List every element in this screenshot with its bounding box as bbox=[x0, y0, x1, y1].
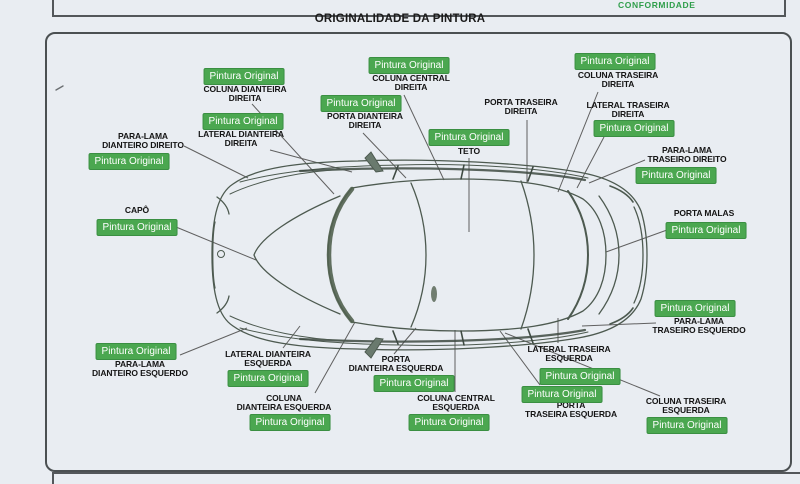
part-name-line: CAPÔ bbox=[124, 205, 150, 215]
pintura-original-badge-porta-malas: Pintura Original bbox=[665, 222, 747, 239]
part-name-line: TRASEIRA ESQUERDA bbox=[525, 409, 617, 419]
pintura-original-badge-lateral-traseira-esquerda: Pintura Original bbox=[539, 368, 621, 385]
part-name-teto: TETO bbox=[458, 147, 480, 156]
part-name-line: PORTA bbox=[381, 354, 411, 364]
pintura-original-badge-lateral-traseira-direita: Pintura Original bbox=[593, 120, 675, 137]
part-name-porta-malas: PORTA MALAS bbox=[674, 209, 734, 218]
pintura-original-badge-para-lama-dianteiro-esquerdo: Pintura Original bbox=[95, 343, 177, 360]
part-name-line: PARA-LAMA bbox=[662, 145, 712, 155]
part-name-line: PARA-LAMA bbox=[118, 131, 168, 141]
part-name-line: DIREITA bbox=[228, 93, 262, 103]
part-name-line: ESQUERDA bbox=[432, 402, 480, 412]
part-name-line: PORTA TRASEIRA bbox=[484, 97, 558, 107]
leader-line-para-lama-traseiro-direito bbox=[588, 159, 646, 184]
part-name-line: DIREITA bbox=[611, 109, 645, 119]
part-name-line: DIANTEIRO DIREITO bbox=[102, 140, 184, 150]
leader-line-coluna-dianteira-esquerda bbox=[314, 321, 356, 394]
pintura-original-badge-coluna-central-esquerda: Pintura Original bbox=[408, 414, 490, 431]
part-name-line: DIANTEIRA ESQUERDA bbox=[236, 402, 332, 412]
leader-line-coluna-central-direita bbox=[403, 94, 445, 181]
part-name-line: DIANTEIRA ESQUERDA bbox=[348, 363, 444, 373]
leader-line-porta-traseira-esquerda bbox=[499, 330, 541, 386]
pintura-original-badge-porta-dianteira-esquerda: Pintura Original bbox=[373, 375, 455, 392]
pintura-original-badge-coluna-central-direita: Pintura Original bbox=[368, 57, 450, 74]
part-name-line: DIANTEIRO ESQUERDO bbox=[92, 368, 188, 378]
part-name-line: COLUNA TRASEIRA bbox=[577, 70, 659, 80]
part-name-line: COLUNA TRASEIRA bbox=[645, 396, 727, 406]
pintura-original-badge-para-lama-dianteiro-direito: Pintura Original bbox=[88, 153, 170, 170]
leader-line-para-lama-dianteiro-esquerdo bbox=[179, 327, 248, 356]
part-name-line: LATERAL TRASEIRA bbox=[527, 344, 611, 354]
part-name-line: TRASEIRO DIREITO bbox=[647, 154, 727, 164]
part-name-line: COLUNA DIANTEIRA bbox=[203, 84, 287, 94]
leader-line-porta-malas bbox=[605, 229, 668, 253]
pintura-original-badge-coluna-dianteira-esquerda: Pintura Original bbox=[249, 414, 331, 431]
leader-line-porta-dianteira-direita bbox=[362, 132, 407, 179]
part-name-line: ESQUERDA bbox=[662, 405, 710, 415]
section-title: ORIGINALIDADE DA PINTURA bbox=[314, 13, 486, 25]
next-section-box bbox=[52, 472, 800, 484]
part-name-line: ESQUERDA bbox=[244, 358, 292, 368]
part-name-line: ESQUERDA bbox=[545, 353, 593, 363]
part-name-line: TRASEIRO ESQUERDO bbox=[652, 325, 746, 335]
pintura-original-badge-coluna-dianteira-direita: Pintura Original bbox=[203, 68, 285, 85]
part-name-line: COLUNA CENTRAL bbox=[417, 393, 495, 403]
part-name-line: COLUNA CENTRAL bbox=[372, 73, 450, 83]
part-name-line: LATERAL DIANTEIRA bbox=[198, 129, 284, 139]
part-name-line: COLUNA bbox=[266, 393, 302, 403]
header-box bbox=[52, 0, 786, 17]
car-outline-icon bbox=[55, 85, 648, 359]
leader-line-coluna-traseira-direita bbox=[557, 91, 599, 193]
leader-line-para-lama-dianteiro-direito bbox=[183, 145, 249, 179]
pintura-original-badge-teto: Pintura Original bbox=[428, 129, 510, 146]
pintura-original-badge-coluna-traseira-esquerda: Pintura Original bbox=[646, 417, 728, 434]
pintura-original-badge-porta-dianteira-direita: Pintura Original bbox=[320, 95, 402, 112]
pintura-original-badge-lateral-dianteira-direita: Pintura Original bbox=[202, 113, 284, 130]
part-name-line: TETO bbox=[457, 146, 481, 156]
part-name-line: DIREITA bbox=[348, 120, 382, 130]
conformity-status-text: CONFORMIDADE bbox=[618, 0, 696, 10]
pintura-original-badge-coluna-traseira-direita: Pintura Original bbox=[574, 53, 656, 70]
pintura-original-badge-lateral-dianteira-esquerda: Pintura Original bbox=[227, 370, 309, 387]
diagram-frame bbox=[45, 32, 792, 472]
part-name-line: DIREITA bbox=[601, 79, 635, 89]
part-name-line: LATERAL DIANTEIRA bbox=[225, 349, 311, 359]
pintura-original-badge-capo: Pintura Original bbox=[96, 219, 178, 236]
part-name-line: PARA-LAMA bbox=[674, 316, 724, 326]
part-name-line: PORTA DIANTEIRA bbox=[327, 111, 403, 121]
part-name-line: PARA-LAMA bbox=[115, 359, 165, 369]
part-name-line: LATERAL TRASEIRA bbox=[586, 100, 670, 110]
part-name-line: PORTA MALAS bbox=[673, 208, 735, 218]
part-name-line: PORTA bbox=[556, 400, 586, 410]
pintura-original-badge-para-lama-traseiro-esquerdo: Pintura Original bbox=[654, 300, 736, 317]
part-name-line: DIREITA bbox=[224, 138, 258, 148]
leader-line-capo bbox=[175, 226, 257, 261]
part-name-line: DIREITA bbox=[394, 82, 428, 92]
pintura-original-badge-para-lama-traseiro-direito: Pintura Original bbox=[635, 167, 717, 184]
part-name-line: DIREITA bbox=[504, 106, 538, 116]
part-name-capo: CAPÔ bbox=[125, 206, 149, 215]
pintura-original-badge-porta-traseira-esquerda: Pintura Original bbox=[521, 386, 603, 403]
